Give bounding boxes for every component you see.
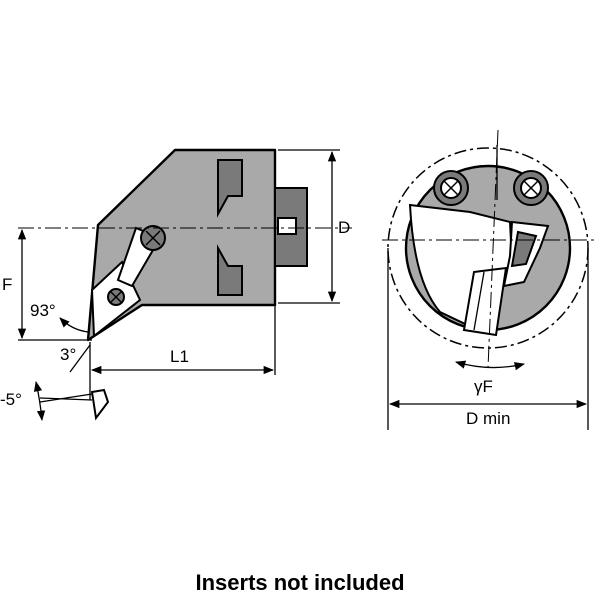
- clearance-angle-line: [69, 344, 91, 373]
- inclination-reference-line: [39, 397, 93, 401]
- gamma-f-arc: [455, 360, 526, 371]
- end-screw-left-cross: [443, 180, 459, 196]
- end-insert-edge: [473, 271, 485, 331]
- end-insert: [462, 266, 508, 337]
- insert-screw-cross: [109, 290, 123, 304]
- inclination-insert-profile: [90, 388, 110, 421]
- clearance-angle-label: 3°: [60, 345, 76, 364]
- end-view: γF D min: [382, 129, 598, 430]
- clamp-screw-cross: [145, 230, 161, 246]
- inclination-angle-arc: [33, 380, 46, 422]
- l1-label: L1: [170, 347, 189, 366]
- end-screw-right-cross: [523, 180, 539, 196]
- f-label: F: [2, 275, 12, 294]
- d-label: D: [338, 218, 350, 237]
- side-view: D F L1 93° 3° -5°: [0, 148, 352, 422]
- gamma-f-label: γF: [474, 377, 493, 396]
- clamp-pocket-lower: [217, 244, 243, 296]
- spigot-slot: [277, 217, 297, 235]
- caption-text: Inserts not included: [195, 570, 404, 595]
- end-view-centerline-v: [487, 129, 499, 369]
- inclination-angle-line: [39, 393, 93, 403]
- approach-angle-arc: [59, 317, 89, 333]
- clamp-pocket-upper: [217, 159, 243, 218]
- approach-angle-label: 93°: [30, 301, 56, 320]
- dmin-label: D min: [466, 409, 510, 428]
- inclination-angle-label: -5°: [0, 390, 22, 409]
